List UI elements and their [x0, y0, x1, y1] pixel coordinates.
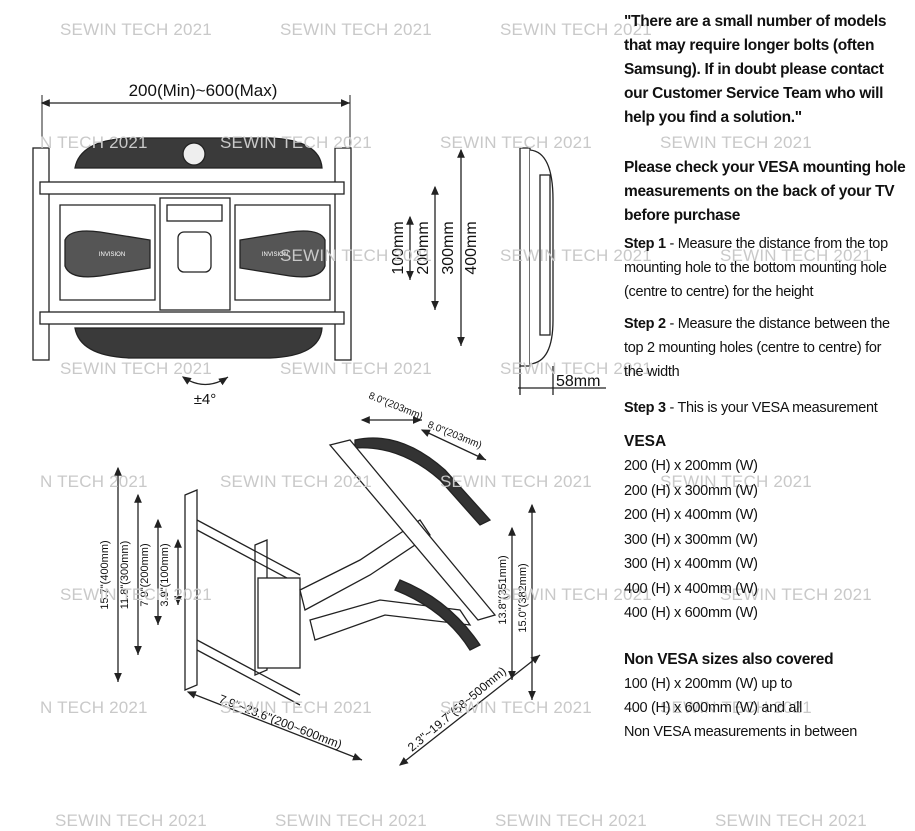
- height-dim-200: 200mm: [415, 221, 432, 274]
- vesa-check-line: Please check your VESA mounting hole: [624, 159, 906, 176]
- bolt-note-line: our Customer Service Team who will: [624, 85, 884, 102]
- watermark: SEWIN TECH 2021: [220, 698, 372, 717]
- left-dim-200: 7.9"(200mm): [139, 543, 151, 606]
- watermark: SEWIN TECH 2021: [720, 246, 872, 265]
- watermark: SEWIN TECH 2021: [440, 698, 592, 717]
- watermark: SEWIN TECH 2021: [60, 585, 212, 604]
- watermark: SEWIN TECH 2021: [280, 246, 432, 265]
- watermark: SEWIN TECH 2021: [720, 585, 872, 604]
- left-dim-300: 11.8"(300mm): [119, 541, 131, 610]
- watermark: SEWIN TECH 2021: [500, 585, 652, 604]
- vesa-check-line: before purchase: [624, 207, 741, 224]
- step-text: the width: [624, 364, 680, 380]
- step-3: Step 3 - This is your VESA measurement: [624, 396, 914, 420]
- step-text: top 2 mounting holes (centre to centre) …: [624, 340, 882, 356]
- watermark: SEWIN TECH 2021: [660, 472, 812, 491]
- nonvesa-heading: Non VESA sizes also covered: [624, 650, 834, 668]
- brand-left: INVISION: [99, 252, 125, 258]
- vesa-size: 400 (H) x 600mm (W): [624, 605, 758, 621]
- watermark: SEWIN TECH 2021: [275, 811, 427, 830]
- vesa-size: 300 (H) x 400mm (W): [624, 556, 758, 572]
- watermark: SEWIN TECH 2021: [60, 359, 212, 378]
- right-dim-382: 15.0"(382mm): [517, 563, 529, 632]
- watermark: SEWIN TECH 2021: [280, 20, 432, 39]
- step-2: Step 2 - Measure the distance between th…: [624, 312, 914, 384]
- step-text: mounting hole to the bottom mounting hol…: [624, 260, 887, 276]
- info-panel: "There are a small number of models that…: [624, 10, 914, 744]
- watermark: SEWIN TECH 2021: [500, 20, 652, 39]
- step-label: Step 3: [624, 400, 666, 416]
- left-dim-100: 3.9"(100mm): [159, 543, 171, 606]
- height-dim-100: 100mm: [390, 221, 407, 274]
- nonvesa-line: Non VESA measurements in between: [624, 723, 858, 740]
- step-1: Step 1 - Measure the distance from the t…: [624, 232, 914, 304]
- watermark: SEWIN TECH 2021: [440, 472, 592, 491]
- arm-length-1: 8.0"(203mm): [367, 391, 424, 423]
- vesa-heading: VESA: [624, 433, 667, 450]
- nonvesa-line: 100 (H) x 200mm (W) up to: [624, 675, 793, 692]
- step-label: Step 2: [624, 316, 666, 332]
- vesa-size: 300 (H) x 300mm (W): [624, 531, 758, 548]
- nonvesa-line: 400 (H) x 600mm (W) and all: [624, 699, 803, 716]
- watermark: SEWIN TECH 2021: [715, 811, 867, 830]
- watermark: SEWIN TECH 2021: [660, 133, 812, 152]
- watermark: N TECH 2021: [40, 698, 148, 717]
- watermark: SEWIN TECH 2021: [495, 811, 647, 830]
- vesa-size: 400 (H) x 400mm (W): [624, 580, 758, 597]
- watermark: N TECH 2021: [40, 133, 148, 152]
- watermark: N TECH 2021: [40, 472, 148, 491]
- vesa-size-list: 200 (H) x 200mm (W) 200 (H) x 300mm (W) …: [624, 454, 914, 626]
- iso-view: [114, 416, 541, 766]
- watermark: SEWIN TECH 2021: [220, 472, 372, 491]
- tilt-label: ±4°: [194, 391, 217, 408]
- left-dim-400: 15.7"(400mm): [99, 540, 111, 609]
- step-text: - This is your VESA measurement: [665, 400, 878, 416]
- vesa-check-line: measurements on the back of your TV: [624, 183, 895, 200]
- height-dim-300: 300mm: [440, 221, 457, 274]
- brand-right: INVISION: [262, 252, 288, 258]
- front-width-dim: 200(Min)~600(Max): [129, 81, 278, 100]
- watermark: SEWIN TECH 2021: [500, 359, 652, 378]
- watermark: SEWIN TECH 2021: [660, 698, 812, 717]
- watermark: SEWIN TECH 2021: [280, 359, 432, 378]
- side-view: [518, 147, 606, 395]
- bolt-note: "There are a small number of models that…: [624, 10, 914, 130]
- bolt-note-line: Samsung). If in doubt please contact: [624, 61, 884, 78]
- watermark: SEWIN TECH 2021: [440, 133, 592, 152]
- front-view: [32, 95, 465, 386]
- watermark: SEWIN TECH 2021: [220, 133, 372, 152]
- step-text: - Measure the distance from the top: [665, 236, 888, 252]
- vesa-size: 200 (H) x 200mm (W): [624, 458, 758, 474]
- step-text: (centre to centre) for the height: [624, 284, 814, 300]
- watermark: SEWIN TECH 2021: [500, 246, 652, 265]
- right-dim-351: 13.8"(351mm): [497, 555, 509, 624]
- vesa-size: 200 (H) x 400mm (W): [624, 507, 758, 523]
- height-dim-400: 400mm: [463, 221, 480, 274]
- bolt-note-line: help you find a solution.": [624, 109, 802, 126]
- bolt-note-line: "There are a small number of models: [624, 13, 887, 30]
- side-depth: 58mm: [556, 373, 600, 390]
- watermark: SEWIN TECH 2021: [60, 20, 212, 39]
- step-label: Step 1: [624, 236, 666, 252]
- bolt-note-line: that may require longer bolts (often: [624, 37, 875, 54]
- vesa-check-heading: Please check your VESA mounting hole mea…: [624, 156, 914, 228]
- step-text: - Measure the distance between the: [665, 316, 890, 332]
- vesa-size: 200 (H) x 300mm (W): [624, 482, 758, 499]
- watermark: SEWIN TECH 2021: [55, 811, 207, 830]
